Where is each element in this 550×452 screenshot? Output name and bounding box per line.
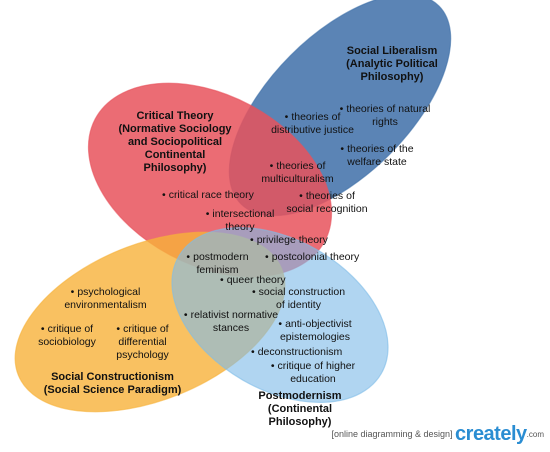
item-privilege-theory: privilege theory: [250, 234, 328, 247]
item-postcolonial-theory: postcolonial theory: [265, 251, 360, 264]
item-queer-theory: queer theory: [220, 274, 286, 287]
title-critical-theory: Critical Theory (Normative Sociology and…: [118, 110, 232, 174]
creately-branding: [online diagramming & design] creately.c…: [331, 423, 544, 446]
creately-logo: creately: [455, 423, 527, 445]
title-postmodernism: Postmodernism (Continental Philosophy): [258, 390, 342, 428]
item-deconstructionism: deconstructionism: [251, 346, 343, 359]
branding-suffix: .com: [526, 430, 544, 439]
branding-caption: [online diagramming & design]: [331, 429, 453, 439]
title-social-liberalism: Social Liberalism (Analytic Political Ph…: [346, 45, 438, 83]
item-critical-race-theory: critical race theory: [162, 189, 254, 202]
title-social-constructionism: Social Constructionism (Social Science P…: [43, 371, 182, 396]
